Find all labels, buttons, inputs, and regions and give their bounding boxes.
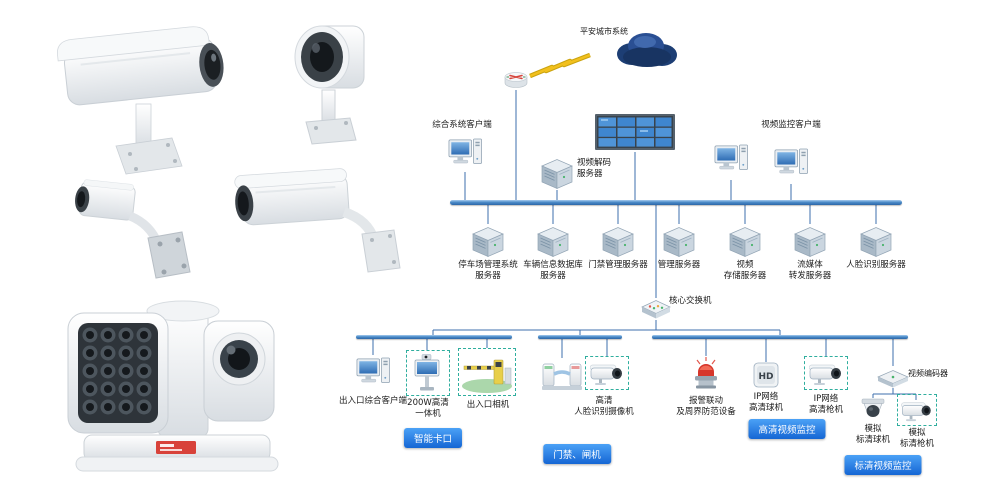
decode-server-icon <box>539 156 575 190</box>
entrance-gate-icon <box>461 352 513 394</box>
hd-surveillance-badge: 高清视频监控 <box>748 419 826 439</box>
monitor-client-label: 视频监控客户端 <box>761 120 821 130</box>
vehicle-db-server-label: 车辆信息数据库 服务器 <box>523 260 583 281</box>
bullet-camera-photo-bracket <box>234 168 401 273</box>
dashed-box-face-camera <box>585 356 629 390</box>
analog-bullet-label: 模拟 标清枪机 <box>899 428 935 449</box>
video-wall-icon <box>595 114 675 152</box>
analog-dome-camera-icon <box>860 398 886 422</box>
ip-bullet-camera-icon <box>809 362 843 386</box>
storage-server-icon <box>727 224 763 258</box>
monitor-client-computer-icon-1 <box>714 142 748 180</box>
gate-badge: 门禁、闸机 <box>543 444 611 464</box>
200w-camera-icon <box>413 354 441 394</box>
camera-bus <box>652 335 908 339</box>
entrance-client-computer-icon <box>356 355 390 393</box>
entrance-client-label: 出入口综合客户端 <box>338 396 408 406</box>
streaming-server-label: 流媒体 转发服务器 <box>788 260 832 281</box>
access-server-label: 门禁管理服务器 <box>588 260 648 270</box>
dashed-box-entrance-gate <box>458 348 516 396</box>
dashed-box-ip-bullet <box>804 356 848 390</box>
management-server-label: 管理服务器 <box>657 260 701 270</box>
integrated-client-label: 综合系统客户端 <box>432 120 492 130</box>
sd-surveillance-badge: 标清视频监控 <box>844 455 922 475</box>
monitor-client-computer-icon-2 <box>774 146 808 184</box>
router-icon <box>503 68 529 90</box>
video-encoder-label: 视频编码器 <box>908 369 948 378</box>
dashed-box-200w-camera <box>406 350 450 396</box>
integrated-client-computer-icon <box>448 136 482 174</box>
vehicle-db-server-icon <box>535 224 571 258</box>
parking-server-label: 停车场管理系统 服务器 <box>458 260 518 281</box>
analog-dome-label: 模拟 标清球机 <box>855 424 891 445</box>
bullet-camera-photo-large <box>57 26 224 175</box>
cloud-label: 平安城市系统 <box>580 27 628 36</box>
checkpoint-bus <box>356 335 512 339</box>
brand-logo <box>156 441 196 454</box>
box-camera-photo-small <box>75 179 191 279</box>
storage-server-label: 视频 存储服务器 <box>723 260 767 281</box>
face-recognition-camera-icon <box>590 362 624 386</box>
ip-dome-label: IP网络 高清球机 <box>748 392 784 413</box>
alarm-label: 报警联动 及周界防范设备 <box>676 396 736 417</box>
ip-bullet-label: IP网络 高清枪机 <box>808 394 844 415</box>
parking-server-icon <box>470 224 506 258</box>
ptz-camera-photo <box>67 300 279 472</box>
turnstile-icon <box>542 358 582 392</box>
core-switch-label: 核心交换机 <box>669 296 712 306</box>
bullet-camera-photo-front <box>294 25 365 145</box>
safe-city-cloud-icon <box>612 26 682 70</box>
lightning-link <box>529 53 591 78</box>
decode-server-label: 视频解码 服务器 <box>577 158 612 179</box>
dashed-box-analog-bullet <box>897 394 937 426</box>
ip-hd-dome-icon: HD <box>753 362 779 388</box>
management-server-icon <box>661 224 697 258</box>
alarm-beacon-icon <box>693 356 719 390</box>
access-server-icon <box>600 224 636 258</box>
checkpoint-badge: 智能卡口 <box>403 428 463 448</box>
hd-icon-text: HD <box>758 372 773 382</box>
main-network-bus <box>450 200 902 205</box>
face-recognition-server-icon <box>858 224 894 258</box>
200w-camera-label: 200W高清 一体机 <box>407 398 449 419</box>
face-recognition-camera-label: 高清 人脸识别摄像机 <box>574 396 634 417</box>
entrance-camera-label: 出入口相机 <box>466 400 510 410</box>
face-recognition-server-label: 人脸识别服务器 <box>846 260 906 270</box>
core-switch-icon <box>640 298 672 320</box>
gate-bus <box>538 335 622 339</box>
streaming-server-icon <box>792 224 828 258</box>
analog-bullet-camera-icon <box>901 400 933 422</box>
video-encoder-icon <box>876 366 910 390</box>
